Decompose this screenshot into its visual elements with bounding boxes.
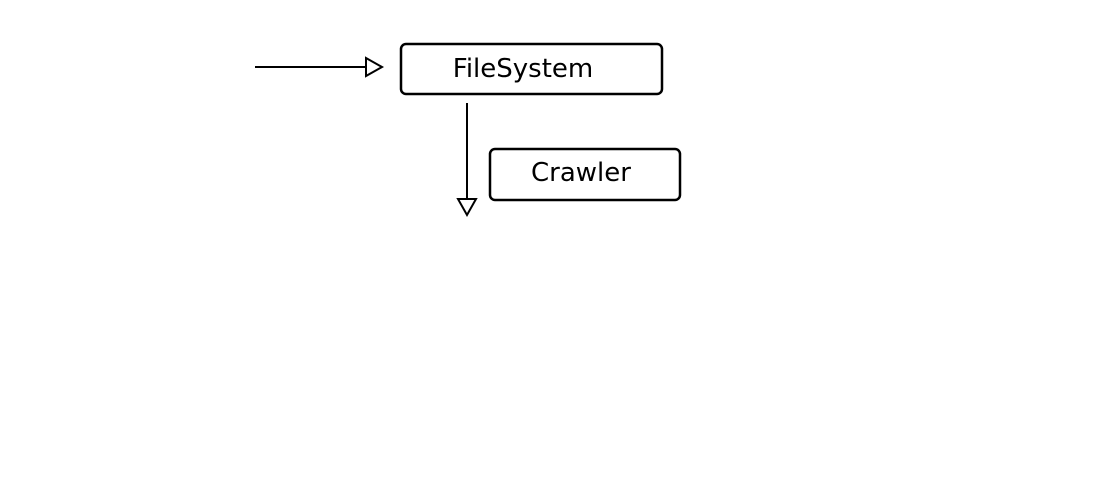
incoming-arrow <box>255 56 385 78</box>
crawler-node-box[interactable] <box>488 147 682 202</box>
filesystem-node-box[interactable] <box>399 42 664 96</box>
crawler-node-label: Crawler <box>531 158 631 188</box>
incoming-arrow-head <box>365 56 385 78</box>
filesystem-node[interactable]: FileSystem <box>399 42 664 96</box>
down-arrow-head <box>456 198 478 218</box>
down-arrow <box>456 103 478 218</box>
filesystem-node-label: FileSystem <box>453 54 593 84</box>
crawler-node[interactable]: Crawler <box>488 147 682 202</box>
